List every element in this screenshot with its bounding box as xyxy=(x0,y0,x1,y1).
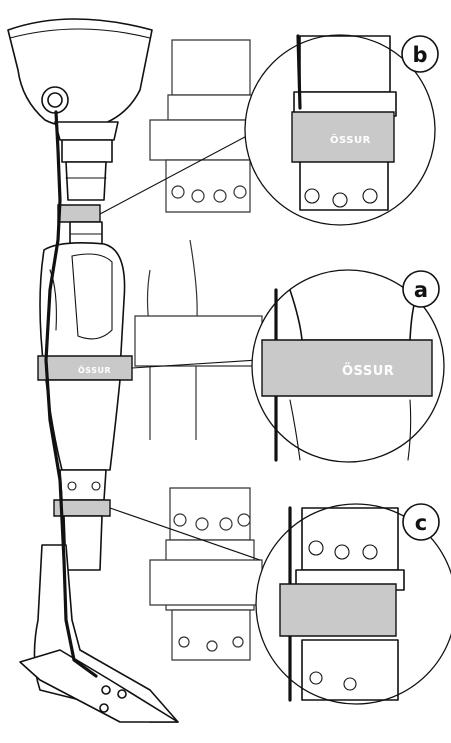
socket xyxy=(7,18,153,141)
lower-pylon xyxy=(63,515,103,571)
ghost-thigh xyxy=(134,239,263,440)
strap-a-brand-text: ÖSSUR xyxy=(78,365,111,375)
foot xyxy=(19,544,179,723)
callout-b-label: b xyxy=(412,43,427,67)
knee-unit xyxy=(39,242,126,371)
leader-a xyxy=(131,359,259,369)
callout-a-label: a xyxy=(414,278,428,302)
strap-b-main xyxy=(57,204,101,223)
callout-c-badge: c xyxy=(402,503,440,541)
callout-c-label: c xyxy=(415,511,427,535)
cable-main xyxy=(44,110,98,678)
leader-b xyxy=(99,129,259,215)
callout-b-detail: ÖSSUR xyxy=(244,34,436,226)
leader-c xyxy=(109,507,261,561)
strap-a-main: ÖSSUR xyxy=(37,355,133,381)
socket-connector xyxy=(41,86,69,114)
top-adapter xyxy=(61,139,113,201)
callout-a-badge: a xyxy=(402,270,440,308)
strap-c-main xyxy=(53,499,111,517)
callout-c-detail xyxy=(255,503,451,705)
strap-a-detail-brand-text: ÖSSUR xyxy=(342,363,394,379)
lower-adapter xyxy=(59,469,107,501)
ghost-bottom-coupling xyxy=(149,487,263,661)
strap-b-brand-text: ÖSSUR xyxy=(330,132,371,146)
upper-pylon xyxy=(69,221,103,245)
ghost-top-coupling xyxy=(149,39,263,213)
callout-b-badge: b xyxy=(401,35,439,73)
